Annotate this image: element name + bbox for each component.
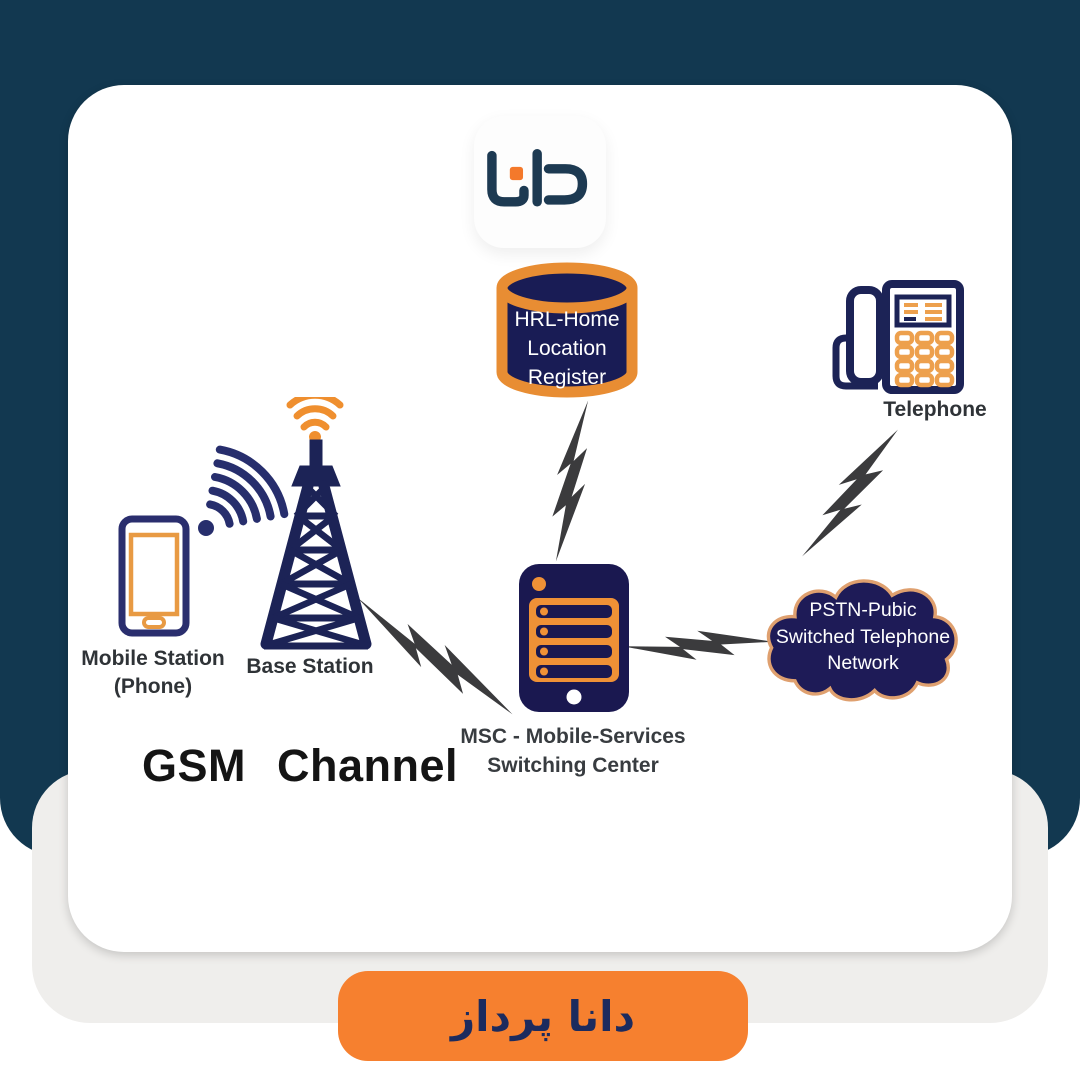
hrl-label: HRL-Home Location Register	[514, 308, 620, 389]
server-icon	[519, 564, 629, 712]
desk-telephone-icon	[832, 280, 964, 394]
lightning-bolt-icon	[802, 429, 898, 557]
pstn-label: PSTN-Pubic Switched Telephone Network	[775, 599, 951, 674]
smartphone-icon	[118, 515, 190, 637]
wifi-signal-icon	[198, 445, 289, 536]
msc-label: MSC - Mobile-Services Switching Center	[460, 725, 686, 777]
telephone-label: Telephone	[883, 398, 987, 421]
antenna-tower-icon	[260, 439, 372, 650]
lightning-bolt-icon	[552, 400, 589, 562]
lightning-bolt-icon	[622, 630, 774, 660]
cloud-icon	[766, 579, 958, 702]
lightning-bolt-icon	[357, 597, 513, 715]
tower-wifi-icon	[286, 397, 344, 441]
mobile-station-label: Mobile Station (Phone)	[81, 647, 225, 698]
dana-pardaz-button[interactable]: دانا پرداز	[338, 971, 748, 1061]
logo-tile	[474, 116, 606, 248]
base-station-label: Base Station	[246, 655, 374, 678]
database-cylinder-icon	[496, 262, 638, 398]
dana-logo-icon	[487, 149, 588, 207]
diagram-title: GSM Channel	[142, 740, 459, 791]
